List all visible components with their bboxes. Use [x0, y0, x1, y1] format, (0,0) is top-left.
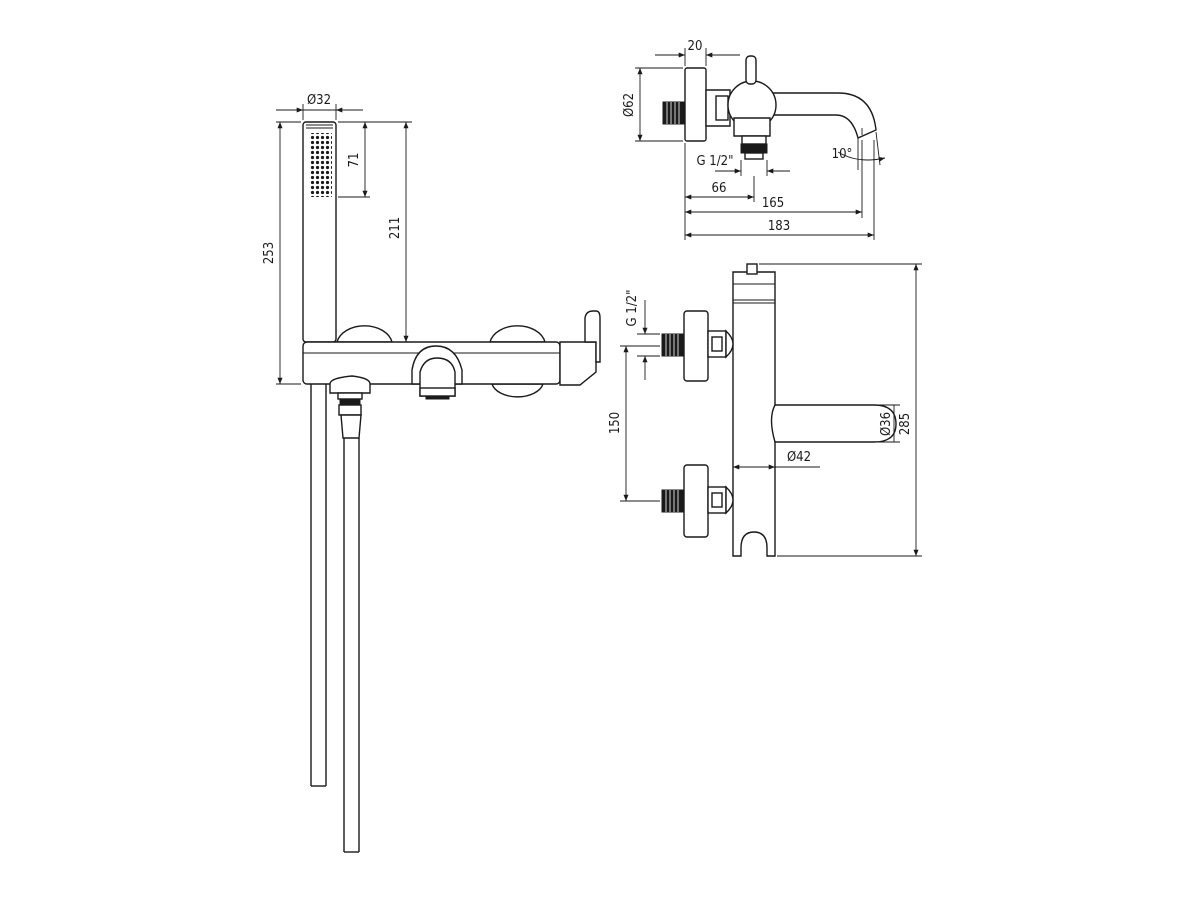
- dim-center-spacing: 150: [608, 412, 623, 434]
- nozzle-array: [309, 133, 332, 197]
- hose: [310, 380, 360, 853]
- dim-hand-shower-diameter: Ø32: [307, 93, 331, 108]
- threaded-stub-top: [662, 101, 686, 125]
- dim-body-diameter: Ø42: [787, 450, 811, 465]
- front-view: Ø32 253 71 211: [262, 93, 601, 853]
- dim-reach-165: 165: [762, 196, 784, 211]
- dim-nozzle-zone: 71: [347, 153, 362, 168]
- bath-spout: [411, 345, 463, 400]
- dim-spout-diameter: Ø36: [879, 412, 894, 436]
- dim-flange-diameter: Ø62: [622, 93, 637, 117]
- top-view: G 1/2" 150 Ø36 Ø42 285: [608, 263, 922, 557]
- hand-shower: [302, 121, 337, 343]
- spout-arm: [769, 92, 877, 139]
- dim-body-height: 285: [898, 413, 913, 435]
- hose-connector: [329, 375, 371, 439]
- dim-spout-angle: 10°: [832, 147, 853, 162]
- dim-offset-66: 66: [712, 181, 727, 196]
- upper-inlet: [661, 310, 734, 382]
- dim-reach-183: 183: [768, 219, 790, 234]
- lever-handle: [559, 310, 601, 386]
- mixer-body-vertical: [732, 271, 776, 557]
- dim-hand-shower-to-bar: 211: [388, 217, 403, 239]
- right-wall-flange: [489, 325, 546, 343]
- left-wall-flange: [336, 325, 393, 343]
- side-view: 20 Ø62 G 1/2" 66 165 183 10°: [622, 39, 886, 240]
- dim-connector-thread-top: G 1/2": [697, 154, 734, 169]
- wall-plate: [684, 67, 707, 142]
- spout-top-view: [770, 404, 897, 443]
- dim-wall-plate-depth: 20: [688, 39, 703, 54]
- dim-connector-thread-side: G 1/2": [625, 290, 640, 327]
- lower-inlet: [661, 464, 734, 538]
- dim-total-height: 253: [262, 242, 277, 264]
